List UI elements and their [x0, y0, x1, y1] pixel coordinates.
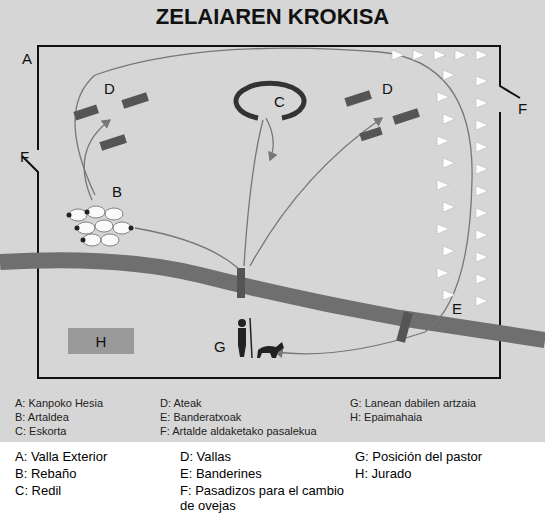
callout-letter: G — [214, 338, 226, 355]
flag-marker — [476, 296, 488, 306]
title: ZELAIAREN KROKISA — [0, 4, 545, 30]
legend-text: G: Posición del pastor — [355, 450, 482, 465]
flag-marker — [443, 290, 455, 300]
flag-marker — [476, 252, 488, 262]
flag-marker — [476, 230, 488, 240]
flag-marker — [413, 50, 425, 60]
flag-marker — [437, 224, 449, 234]
flag-marker — [392, 50, 404, 60]
flag-marker — [443, 158, 455, 168]
callout-letter: A — [22, 50, 32, 67]
callout-letter: C — [274, 93, 285, 110]
callout-letter: F — [518, 100, 527, 117]
legend-text: B: Rebaño — [15, 467, 76, 482]
flag-marker — [476, 164, 488, 174]
flag-marker — [434, 50, 446, 60]
flag-marker — [476, 76, 488, 86]
flag-marker — [455, 50, 467, 60]
legend-text: E: Banderines — [180, 467, 262, 482]
callout-letter: E — [452, 300, 462, 317]
legend-text: D: Vallas — [180, 450, 231, 465]
callout-letter: D — [382, 80, 393, 97]
flag-marker — [443, 246, 455, 256]
node-text: H — [96, 333, 107, 350]
flag-marker — [437, 92, 449, 102]
legend-text: D: Ateak — [160, 397, 202, 410]
flag-marker — [443, 114, 455, 124]
flag-marker — [476, 186, 488, 196]
legend-text: C: Redil — [15, 484, 61, 499]
flag-marker — [476, 208, 488, 218]
callout-letter: F — [20, 148, 29, 165]
jury-box: H — [68, 328, 134, 354]
legend-text: G: Lanean dabilen artzaia — [350, 397, 476, 410]
flag-marker — [476, 142, 488, 152]
legend-text: A: Valla Exterior — [15, 450, 107, 465]
flag-marker — [437, 136, 449, 146]
legend-text: F: Pasadizos para el cambio de ovejas — [180, 484, 345, 514]
legend-text: C: Eskorta — [15, 425, 66, 438]
legend-text: E: Banderatxoak — [160, 411, 241, 424]
legend-text: F: Artalde aldaketako pasalekua — [160, 425, 317, 438]
flag-marker — [437, 268, 449, 278]
flag-marker — [437, 180, 449, 190]
legend-text: H: Jurado — [355, 467, 411, 482]
callout-letter: D — [104, 80, 115, 97]
flag-marker — [476, 98, 488, 108]
flag-marker — [476, 274, 488, 284]
flag-marker — [476, 50, 488, 60]
flag-marker — [476, 120, 488, 130]
legend-text: A: Kanpoko Hesia — [15, 397, 103, 410]
flag-marker — [443, 202, 455, 212]
callout-letter: B — [112, 183, 122, 200]
flag-marker — [443, 70, 455, 80]
legend-text: B: Artaldea — [15, 411, 69, 424]
legend-text: H: Epaimahaia — [350, 411, 422, 424]
